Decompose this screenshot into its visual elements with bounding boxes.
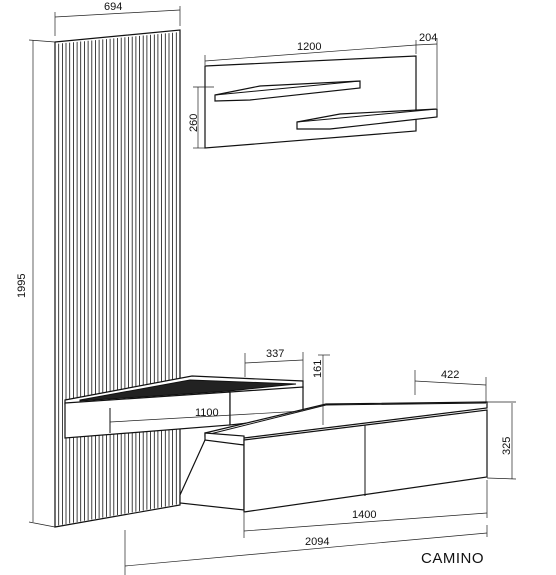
dimension-lines [28,6,517,575]
product-title: CAMINO [421,550,484,567]
label-base-width: 1400 [352,509,376,521]
label-panel-width: 694 [104,1,122,13]
label-panel-height: 1995 [16,274,28,298]
label-top-cabinet-depth: 337 [266,348,284,360]
wall-shelf-unit [204,55,438,149]
slatted-wall-panel [54,29,181,528]
label-top-cabinet-width: 1100 [195,407,219,419]
label-total-width: 2094 [305,536,329,548]
base-cabinet [179,401,488,513]
label-shelf-depth: 204 [419,32,437,44]
panel-slats [54,32,181,526]
label-shelf-height: 260 [188,114,200,132]
dimension-labels: 694 1995 1200 204 260 337 161 1100 422 3… [16,1,513,548]
label-base-depth: 422 [441,369,459,381]
label-shelf-width: 1200 [297,41,321,53]
top-drawer-cabinet [64,375,304,439]
label-base-height: 325 [501,437,513,455]
label-top-cabinet-height: 161 [312,360,324,378]
